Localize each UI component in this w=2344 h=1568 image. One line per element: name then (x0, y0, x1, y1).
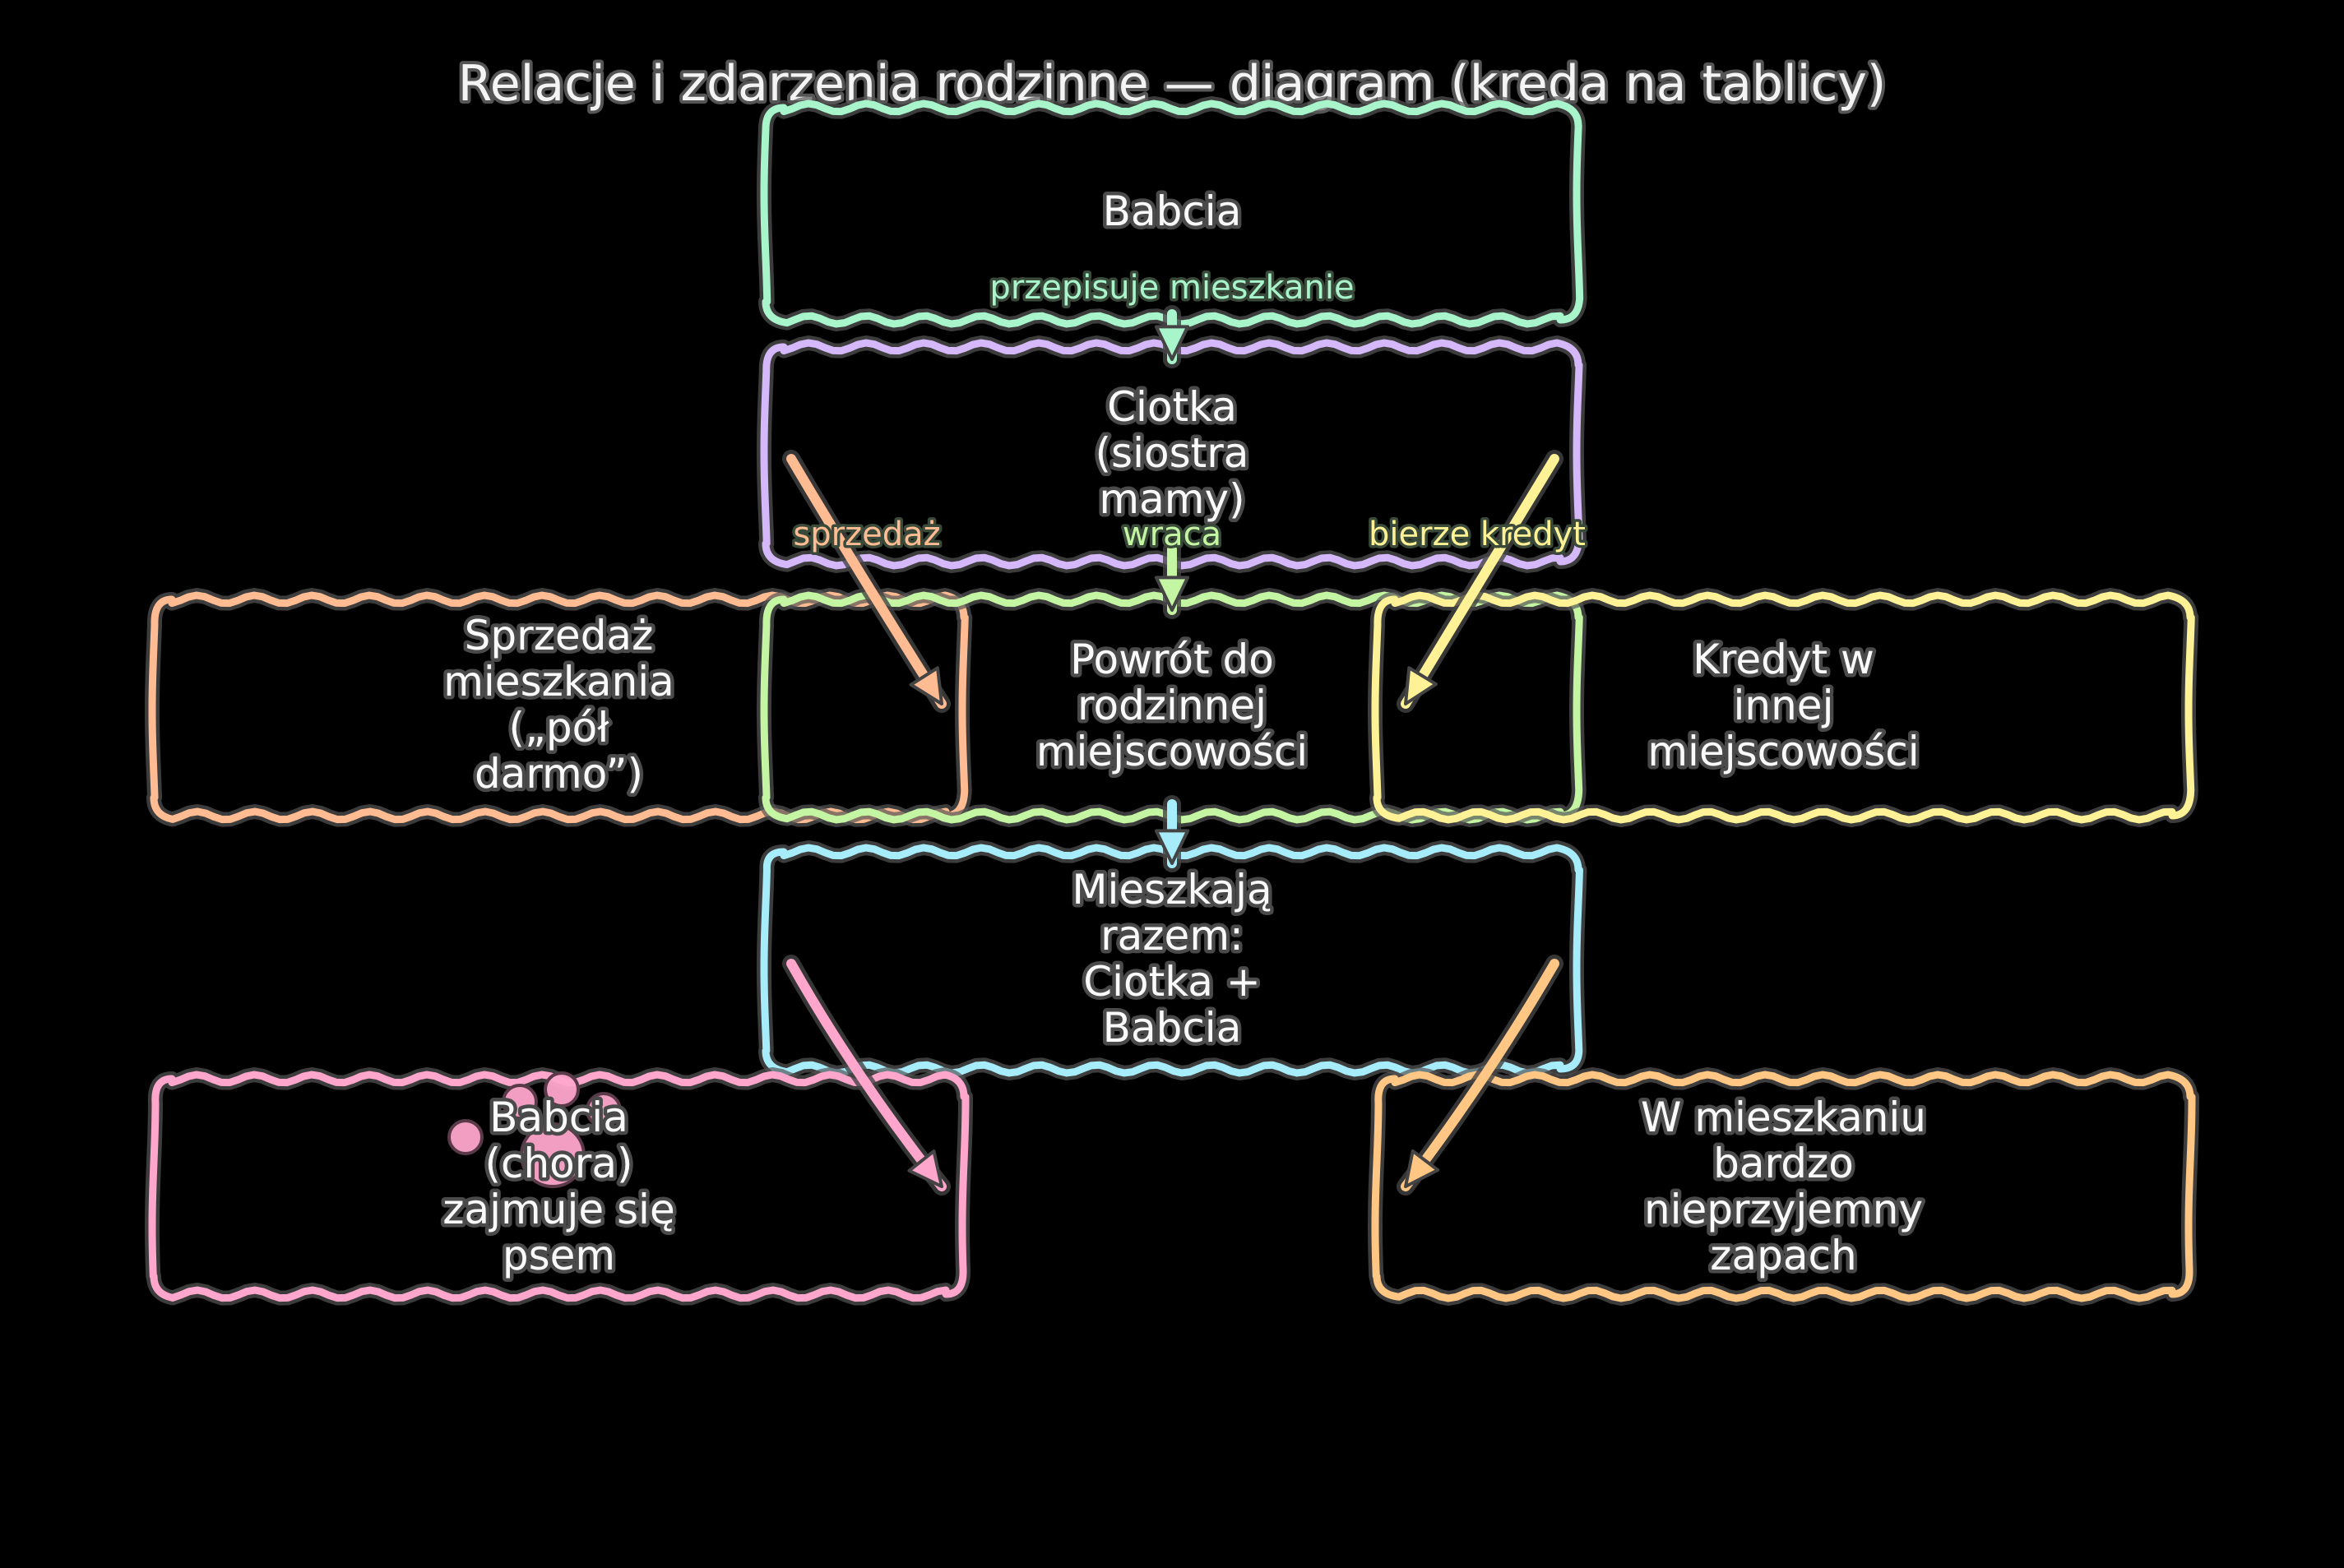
node-label-line: rodzinnej (1077, 682, 1267, 729)
node-label-line: psem (503, 1232, 615, 1279)
node-border (1371, 1071, 2196, 1302)
node-label-line: Powrót do (1070, 636, 1274, 683)
node-label: Babcia (1103, 187, 1242, 235)
node-label-line: mieszkania (443, 658, 674, 705)
node-razem[interactable] (757, 840, 1587, 1080)
node-label-line: Babcia (1103, 187, 1242, 235)
node-label-line: darmo”) (475, 750, 643, 798)
node-label-line: innej (1734, 682, 1834, 729)
edge-ciotka-to-powrot (1154, 540, 1190, 619)
node-label-line: razem: (1100, 912, 1244, 960)
node-label-line: zapach (1710, 1232, 1856, 1279)
arrowhead-icon (909, 666, 943, 705)
edge-ciotka-to-kredyt (1397, 450, 1563, 713)
arrowhead-icon (1154, 576, 1190, 612)
node-label-line: bardzo (1713, 1140, 1854, 1187)
edge-powrot-to-razem (1154, 795, 1190, 872)
node-border (760, 339, 1583, 570)
node-label-line: Ciotka (1107, 383, 1237, 431)
node-border (1371, 591, 2195, 824)
node-label-line: Babcia (489, 1094, 628, 1141)
node-label-line: Kredyt w (1693, 636, 1874, 683)
node-label-line: (chora) (485, 1140, 633, 1187)
node-border (760, 99, 1584, 328)
edge-label: bierze kredyt (1369, 516, 1586, 553)
node-label-line: nieprzyjemny (1644, 1186, 1923, 1233)
node-label-line: („pół (509, 704, 610, 752)
arrowhead-icon (1154, 325, 1190, 361)
arrowhead-icon (907, 1149, 943, 1188)
edge-razem-to-chora (782, 955, 951, 1196)
node-kredyt[interactable] (1368, 588, 2199, 827)
node-label-line: Ciotka + (1083, 958, 1261, 1006)
arrowhead-icon (1404, 666, 1438, 705)
node-zapach[interactable] (1368, 1067, 2199, 1306)
node-label-line: Sprzedaż (465, 612, 654, 659)
node-ciotka[interactable] (757, 335, 1587, 573)
paw-print-icon (447, 1071, 622, 1188)
node-label-line: Babcia (1103, 1004, 1242, 1052)
diagram-title: Relacje i zdarzenia rodzinne — diagram (… (458, 55, 1887, 113)
edge-ciotka-to-sprzedaz (782, 450, 951, 713)
node-label-line: W mieszkaniu (1641, 1094, 1926, 1141)
node-label-line: zajmuje się (442, 1186, 674, 1233)
arrowhead-icon (1154, 829, 1190, 865)
edge-label: wraca (1123, 516, 1221, 553)
node-label-line: Mieszkają (1072, 866, 1272, 914)
arrowhead-icon (1404, 1149, 1440, 1188)
node-babcia[interactable] (757, 96, 1587, 331)
edge-babcia-to-ciotka (1154, 305, 1190, 368)
node-border (148, 1071, 970, 1302)
node-label-line: miejscowości (1647, 728, 1919, 775)
node-border (760, 844, 1583, 1077)
edge-label: sprzedaż (793, 516, 940, 553)
edge-razem-to-zapach (1397, 955, 1563, 1196)
node-label-line: miejscowości (1036, 728, 1308, 775)
node-label-line: mamy) (1099, 475, 1244, 523)
node-chora[interactable] (145, 1067, 973, 1306)
edge-label: przepisuje mieszkanie (989, 269, 1354, 307)
node-label-line: (siostra (1096, 429, 1249, 477)
